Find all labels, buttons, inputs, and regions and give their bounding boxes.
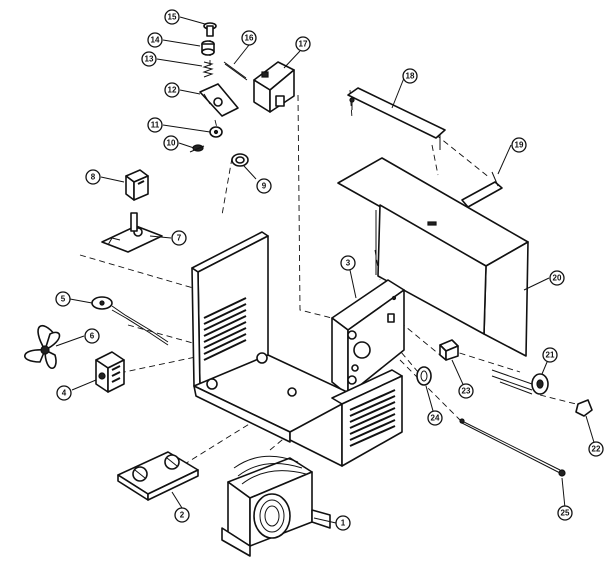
svg-text:12: 12: [168, 86, 177, 95]
svg-text:2: 2: [180, 511, 185, 520]
svg-text:20: 20: [553, 274, 562, 283]
base-chassis: [191, 231, 403, 467]
switch-8: [125, 169, 149, 201]
knob-collar-14: [201, 40, 215, 56]
nut-22: [575, 399, 593, 417]
callout-10: 10: [163, 135, 179, 151]
svg-text:19: 19: [515, 141, 524, 150]
svg-text:8: 8: [91, 173, 96, 182]
bracket-17: [253, 61, 295, 113]
clip: [461, 171, 503, 208]
grommet-24: [416, 366, 432, 386]
svg-text:24: 24: [431, 414, 440, 423]
svg-text:6: 6: [90, 332, 95, 341]
svg-text:17: 17: [299, 40, 308, 49]
callout-14: 14: [147, 32, 163, 48]
callout-7: 7: [171, 230, 187, 246]
callout-8: 8: [85, 169, 101, 185]
svg-text:25: 25: [561, 509, 570, 518]
bracket-7: [101, 212, 163, 253]
terminal-21: [491, 369, 549, 395]
callout-21: 21: [542, 347, 558, 363]
callout-12: 12: [164, 82, 180, 98]
rectifier-heatsink: [117, 451, 199, 501]
callout-24: 24: [427, 410, 443, 426]
screw-15: [203, 22, 217, 37]
line-cord: [91, 296, 169, 346]
spring-13: [202, 61, 214, 78]
rod-25: [459, 418, 566, 477]
callout-20: 20: [549, 270, 565, 286]
fan-blade: [24, 324, 61, 370]
callout-5: 5: [55, 291, 71, 307]
svg-text:18: 18: [406, 72, 415, 81]
svg-text:22: 22: [592, 445, 601, 454]
callout-18: 18: [402, 68, 418, 84]
front-panel: [331, 279, 405, 396]
callout-22: 22: [588, 441, 604, 457]
callout-16: 16: [241, 30, 257, 46]
transformer: [221, 455, 331, 557]
callout-17: 17: [295, 36, 311, 52]
callout-19: 19: [511, 137, 527, 153]
pin-16: [223, 61, 248, 81]
svg-text:7: 7: [177, 234, 182, 243]
fan-motor: [95, 351, 125, 393]
svg-text:15: 15: [168, 13, 177, 22]
callout-6: 6: [84, 328, 100, 344]
callout-13: 13: [141, 51, 157, 67]
callout-23: 23: [458, 383, 474, 399]
bushing-9: [231, 153, 249, 167]
svg-text:21: 21: [546, 351, 555, 360]
svg-text:9: 9: [262, 182, 267, 191]
callout-25: 25: [557, 505, 573, 521]
svg-text:5: 5: [61, 295, 66, 304]
svg-text:16: 16: [245, 34, 254, 43]
svg-text:3: 3: [346, 259, 351, 268]
svg-text:13: 13: [145, 55, 154, 64]
handle: [347, 87, 446, 150]
svg-text:14: 14: [151, 36, 160, 45]
callout-4: 4: [56, 385, 72, 401]
callout-3: 3: [340, 255, 356, 271]
svg-text:4: 4: [62, 389, 67, 398]
switch-23: [439, 339, 459, 361]
callout-2: 2: [174, 507, 190, 523]
callout-1: 1: [335, 515, 351, 531]
arm-12: [199, 83, 239, 117]
svg-text:23: 23: [462, 387, 471, 396]
screw-10: [189, 144, 205, 153]
callout-9: 9: [256, 178, 272, 194]
svg-text:1: 1: [341, 519, 346, 528]
svg-text:11: 11: [151, 121, 160, 130]
callout-15: 15: [164, 9, 180, 25]
washer-11: [209, 126, 223, 138]
svg-text:10: 10: [167, 139, 176, 148]
cover-panel: [337, 157, 529, 357]
callout-11: 11: [147, 117, 163, 133]
